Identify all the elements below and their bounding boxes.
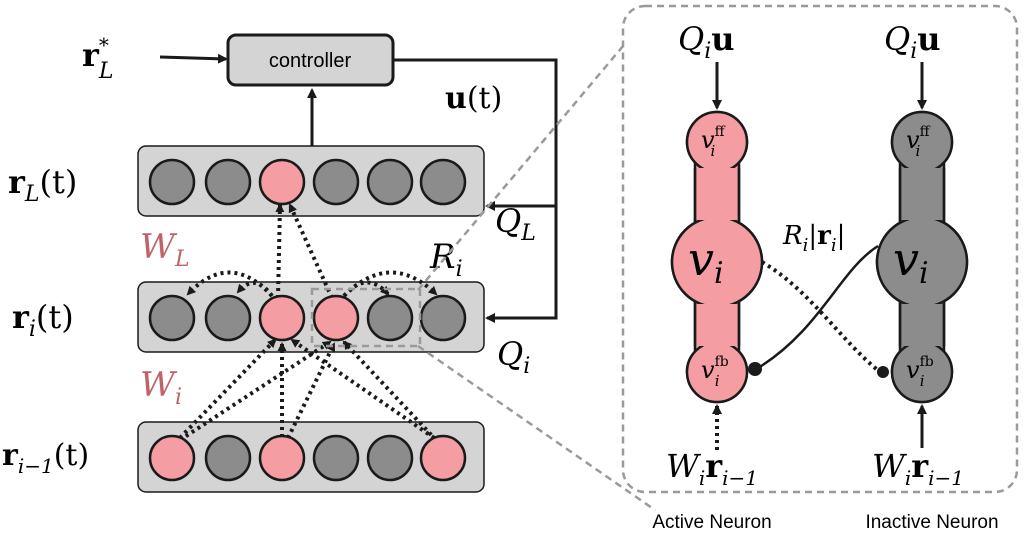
neuron-L-6-inactive bbox=[419, 158, 467, 206]
lateral-arc-2 bbox=[236, 281, 274, 298]
Wi-connections bbox=[173, 338, 442, 445]
active-top-input-label: Qiu bbox=[678, 20, 735, 64]
neuron-im1-6-active bbox=[419, 434, 467, 482]
QL-label: QL bbox=[495, 202, 536, 246]
active-neuron-caption: Active Neuron bbox=[652, 512, 771, 533]
active-bottom-input-label: Wiri−1 bbox=[666, 447, 758, 490]
neuron-i-2-inactive bbox=[204, 294, 252, 342]
u-signal-label: u(t) bbox=[445, 81, 502, 116]
neuron-i-1-inactive bbox=[148, 294, 196, 342]
inactive-soma-label: vi bbox=[893, 232, 929, 291]
neuron-L-5-inactive bbox=[366, 158, 414, 206]
zoom-guide-bottom bbox=[417, 344, 656, 512]
neuron-L-3-active bbox=[258, 158, 306, 206]
inhibition-label: Ri|ri| bbox=[782, 221, 845, 256]
active-neck-upper bbox=[696, 168, 738, 220]
inactive-to-active-inhibition bbox=[757, 244, 879, 370]
neuron-L-2-inactive bbox=[204, 158, 252, 206]
inactive-neck-upper bbox=[901, 168, 943, 220]
active-inhibition-terminal bbox=[748, 362, 762, 376]
wi-conn-6 bbox=[342, 340, 438, 442]
neuron-i-5-inactive bbox=[366, 294, 414, 342]
neuron-im1-5-inactive bbox=[366, 434, 414, 482]
wi-conn-5 bbox=[290, 338, 442, 444]
neuron-i-3-active bbox=[258, 294, 306, 342]
inactive-ff-top bbox=[890, 110, 954, 174]
lateral-arc-1 bbox=[186, 270, 274, 298]
WL-label: WL bbox=[140, 227, 190, 272]
inactive-top-input-label: Qiu bbox=[884, 20, 941, 64]
neuron-im1-3-active bbox=[258, 434, 306, 482]
neuron-im1-4-inactive bbox=[312, 434, 360, 482]
target-arrow bbox=[159, 53, 228, 64]
zoom-guide-top bbox=[417, 7, 656, 291]
Qi-label: Qi bbox=[497, 335, 530, 379]
feedback-line-i bbox=[485, 206, 558, 323]
active-soma-label: vi bbox=[688, 232, 724, 291]
Ri-lateral-connections bbox=[186, 270, 438, 298]
layer-i-label: ri(t) bbox=[12, 298, 74, 342]
lateral-arc-4 bbox=[342, 270, 438, 298]
layer-L-label: rL(t) bbox=[8, 163, 77, 207]
wi-conn-1 bbox=[173, 338, 277, 445]
zoom-highlight-box bbox=[310, 287, 422, 348]
inactive-neck-lower bbox=[901, 304, 943, 346]
inactive-bottom-input-label: Wiri−1 bbox=[872, 447, 964, 490]
feedback-line-L bbox=[393, 58, 558, 211]
neuron-L-4-inactive bbox=[312, 158, 360, 206]
inactive-inhibition-terminal bbox=[877, 366, 889, 378]
wi-conn-2 bbox=[178, 340, 332, 442]
controller-label: controller bbox=[269, 50, 352, 72]
wl-conn-2 bbox=[288, 203, 334, 299]
active-neck-lower bbox=[696, 304, 738, 346]
active-ff-top bbox=[685, 110, 749, 174]
neuron-im1-1-active bbox=[148, 434, 196, 482]
neuron-L-1-inactive bbox=[148, 158, 196, 206]
neuron-grid bbox=[148, 158, 467, 482]
target-rate-label: r*L bbox=[82, 33, 113, 84]
neuron-im1-2-inactive bbox=[204, 434, 252, 482]
layer-im1-label: ri−1(t) bbox=[2, 438, 89, 478]
inactive-neuron-caption: Inactive Neuron bbox=[865, 512, 998, 533]
wl-conn-1 bbox=[275, 203, 285, 299]
WL-connections bbox=[275, 203, 334, 299]
Wi-label: Wi bbox=[140, 365, 182, 410]
neuron-i-6-inactive bbox=[419, 294, 467, 342]
neuron-i-4-active bbox=[312, 294, 360, 342]
